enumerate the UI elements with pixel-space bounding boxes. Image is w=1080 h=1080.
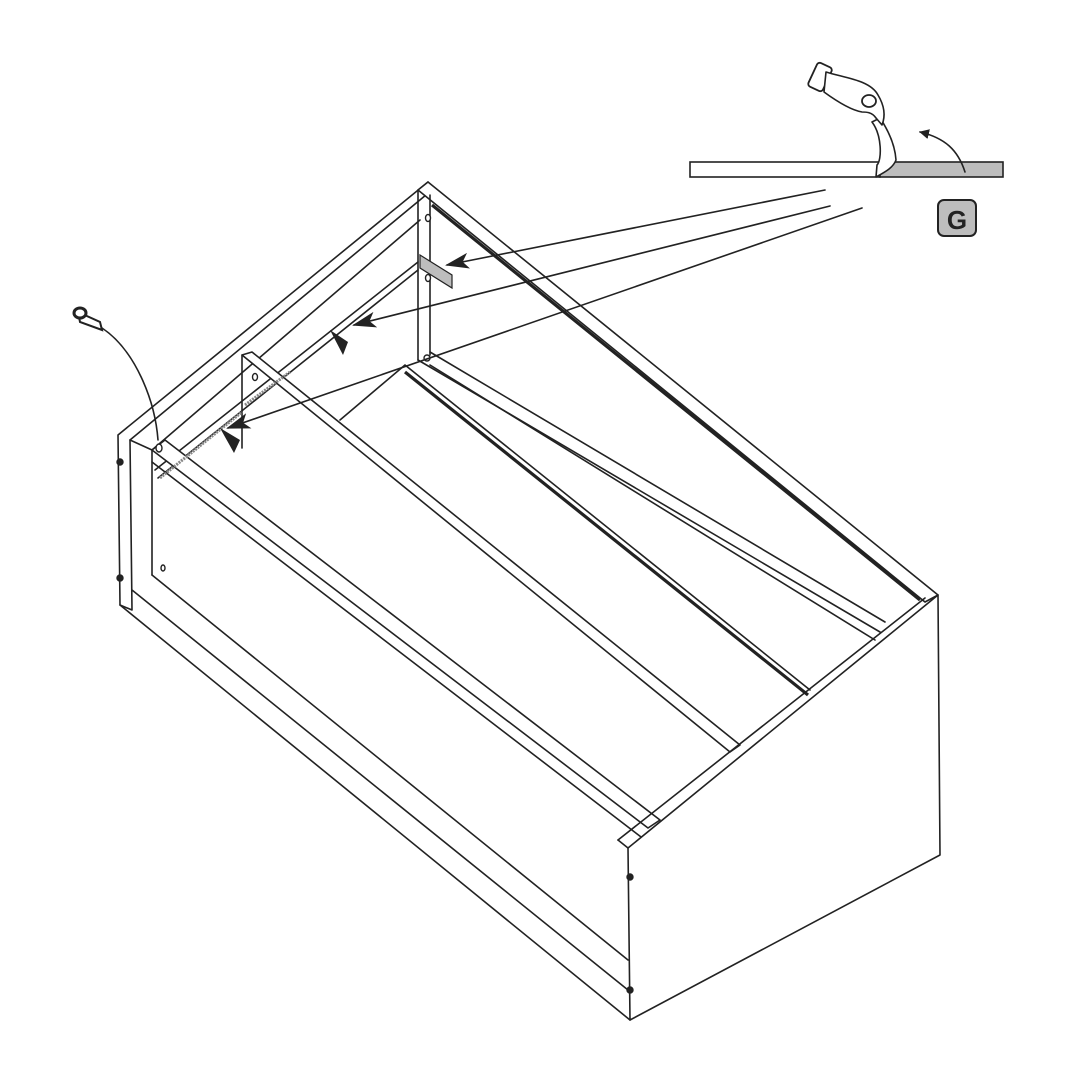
tape-peel-inset [689,61,1004,178]
front-panel [627,594,941,1021]
hand-icon [807,61,885,126]
tape-strip [419,253,453,290]
middle-divider [241,351,741,753]
screw-holes [116,213,634,994]
back-side-panel [417,181,939,603]
front-rail [151,439,661,829]
pointer-arrows [220,189,863,453]
drawer-body [116,181,941,1021]
pin-icon [72,306,159,441]
part-label-badge: G [937,199,977,237]
left-end-panel [117,181,433,611]
